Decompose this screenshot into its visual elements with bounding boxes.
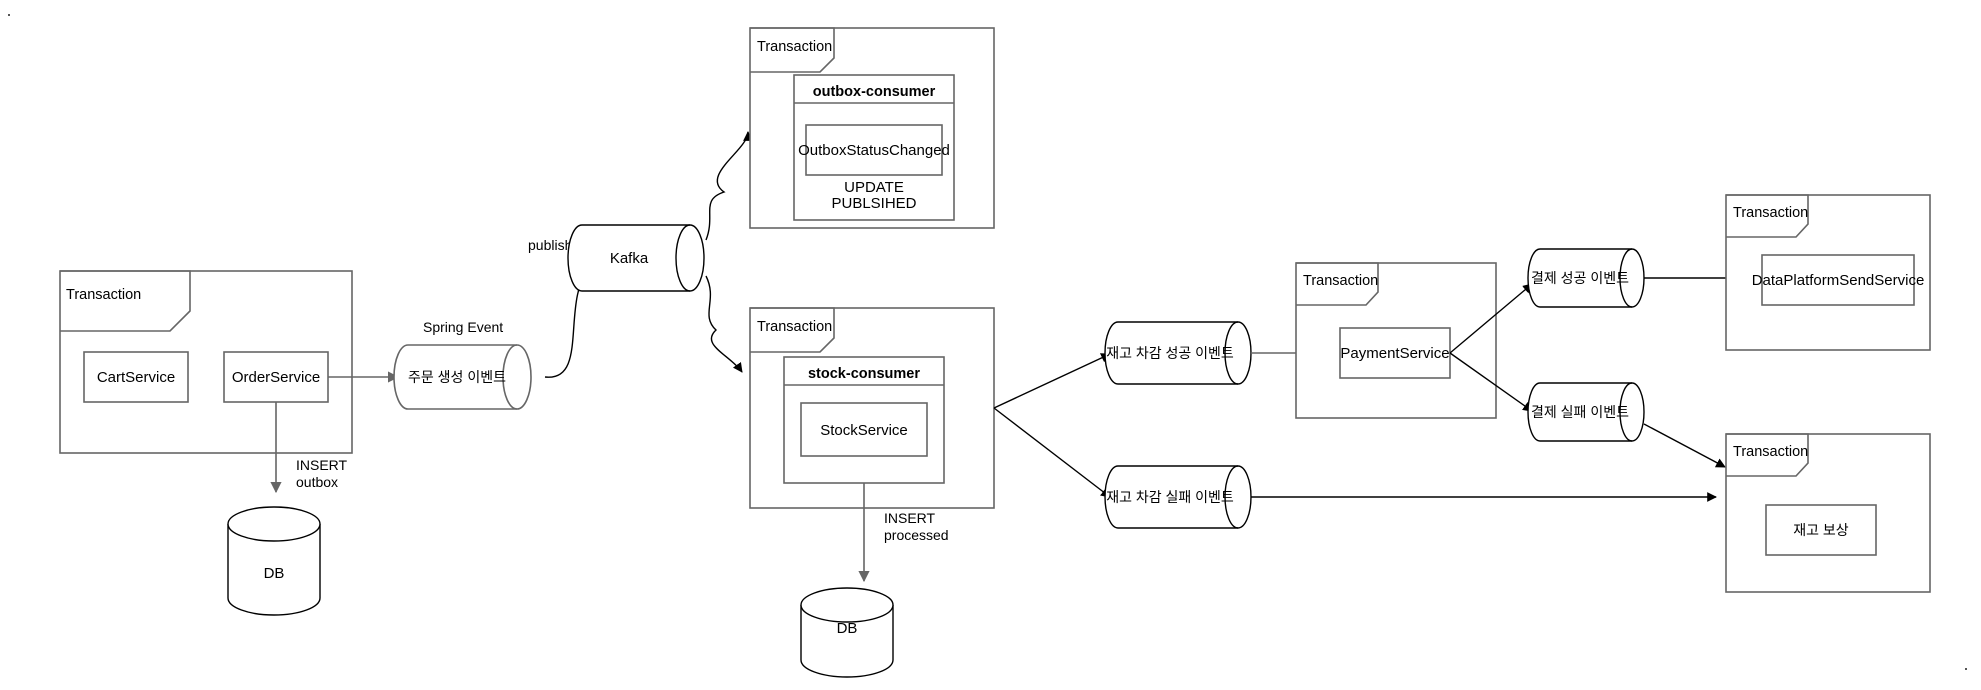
order-db-label: DB — [264, 565, 285, 582]
stock-consumer-title: stock-consumer — [808, 366, 920, 382]
order-service-box[interactable]: OrderService — [223, 351, 329, 403]
dataplatform-service-label: DataPlatformSendService — [1752, 272, 1925, 289]
kafka-queue[interactable]: Kafka — [567, 224, 705, 292]
edge-kafka-to-outbox-consumer — [705, 131, 753, 241]
spring-event-label: Spring Event — [423, 319, 503, 335]
publish-label: publish — [528, 237, 572, 253]
kafka-label: Kafka — [610, 250, 649, 267]
cart-service-label: CartService — [97, 369, 175, 386]
edge-payment-fail-to-compensation — [1643, 423, 1726, 468]
stray-mark-top-left — [8, 14, 10, 16]
payment-service-box[interactable]: PaymentService — [1339, 327, 1451, 379]
stock-service-box[interactable]: StockService — [800, 402, 928, 457]
stock-service-label: StockService — [820, 422, 908, 439]
outbox-consumer-title: outbox-consumer — [813, 84, 936, 100]
payment-success-event-label: 결제 성공 이벤트 — [1531, 270, 1629, 286]
stock-success-event-label: 재고 차감 성공 이벤트 — [1106, 345, 1234, 361]
dataplatform-service-box[interactable]: DataPlatformSendService — [1752, 254, 1925, 306]
compensation-frame-label: Transaction — [1733, 444, 1808, 460]
insert-processed-label-line2: processed — [884, 527, 949, 543]
stray-mark-bottom-right — [1965, 668, 1967, 670]
stock-db-label: DB — [837, 620, 858, 637]
order-db-cylinder[interactable]: DB — [227, 506, 321, 616]
insert-outbox-label-line1: INSERT — [296, 457, 348, 473]
payment-frame-label: Transaction — [1303, 273, 1378, 289]
stock-fail-event-label: 재고 차감 실패 이벤트 — [1106, 489, 1234, 505]
order-service-label: OrderService — [232, 369, 320, 386]
payment-fail-event-label: 결제 실패 이벤트 — [1531, 404, 1629, 420]
insert-processed-label-line1: INSERT — [884, 510, 936, 526]
payment-service-label: PaymentService — [1340, 345, 1449, 362]
payment-success-event-queue[interactable]: 결제 성공 이벤트 — [1527, 248, 1645, 308]
outbox-status-changed-label: OutboxStatusChanged — [798, 142, 950, 159]
edge-payment-to-fail-event — [1449, 352, 1533, 412]
stock-db-cylinder[interactable]: DB — [800, 587, 894, 678]
stock-fail-event-queue[interactable]: 재고 차감 실패 이벤트 — [1104, 465, 1252, 529]
edge-stock-to-success-event — [993, 353, 1111, 409]
edge-kafka-to-stock-consumer — [705, 275, 743, 373]
outbox-status-changed-box[interactable]: OutboxStatusChanged — [798, 124, 950, 176]
stock-success-event-queue[interactable]: 재고 차감 성공 이벤트 — [1104, 321, 1252, 385]
dataplatform-frame-label: Transaction — [1733, 205, 1808, 221]
order-created-event-queue[interactable]: 주문 생성 이벤트 — [393, 344, 532, 410]
compensation-transaction-frame: Transaction — [1725, 433, 1931, 593]
edge-stock-to-fail-event — [993, 407, 1111, 498]
outbox-update-label: UPDATE — [844, 179, 904, 196]
stock-compensation-label: 재고 보상 — [1793, 522, 1849, 538]
payment-fail-event-queue[interactable]: 결제 실패 이벤트 — [1527, 382, 1645, 442]
order-frame-label: Transaction — [66, 287, 141, 303]
order-created-event-label: 주문 생성 이벤트 — [408, 369, 506, 385]
outbox-publsihed-label: PUBLSIHED — [831, 195, 916, 212]
stock-compensation-box[interactable]: 재고 보상 — [1765, 504, 1877, 556]
insert-outbox-label-line2: outbox — [296, 474, 338, 490]
edge-payment-to-success-event — [1449, 283, 1533, 354]
outbox-frame-label: Transaction — [757, 39, 832, 55]
stock-frame-label: Transaction — [757, 319, 832, 335]
cart-service-box[interactable]: CartService — [83, 351, 189, 403]
